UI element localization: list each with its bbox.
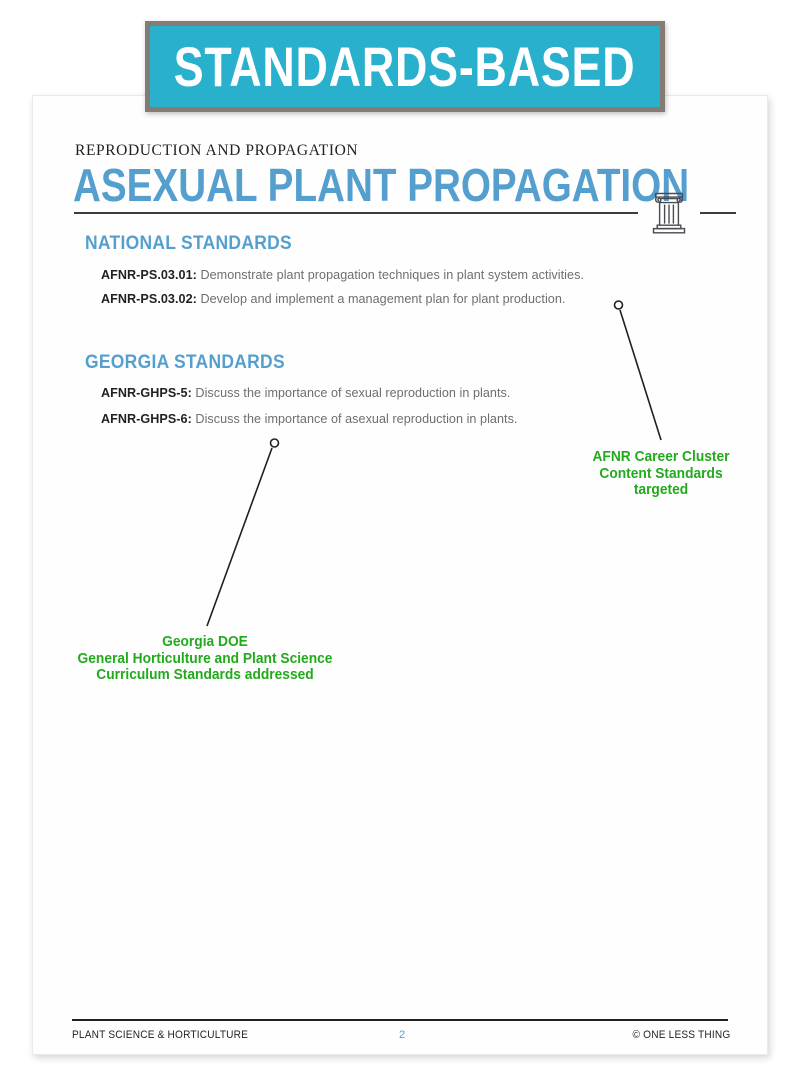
standard-item: AFNR-PS.03.01: Demonstrate plant propaga… — [101, 268, 584, 282]
annotation-line: General Horticulture and Plant Science — [77, 650, 333, 667]
standards-based-banner: STANDARDS-BASED — [145, 21, 665, 112]
annotation-line: targeted — [633, 482, 689, 498]
footer-rule — [72, 1019, 728, 1021]
standard-text: Discuss the importance of asexual reprod… — [195, 412, 518, 426]
standard-text: Develop and implement a management plan … — [200, 292, 566, 306]
standard-code: AFNR-PS.03.01: — [101, 268, 197, 282]
standard-code: AFNR-GHPS-5: — [101, 386, 192, 400]
annotation-line: Georgia DOE — [162, 634, 248, 650]
section-heading-georgia-standards: GEORGIA STANDARDS — [85, 352, 285, 373]
standard-code: AFNR-PS.03.02: — [101, 292, 197, 306]
standard-text: Demonstrate plant propagation techniques… — [200, 268, 584, 282]
annotation-line: Content Standards — [599, 465, 723, 482]
standard-code: AFNR-GHPS-6: — [101, 412, 192, 426]
standard-text: Discuss the importance of sexual reprodu… — [195, 386, 511, 400]
footer-course-label: PLANT SCIENCE & HORTICULTURE — [72, 1029, 249, 1041]
banner-label: STANDARDS-BASED — [174, 34, 636, 98]
footer-copyright: © ONE LESS THING — [632, 1029, 730, 1041]
title-rule-right — [700, 212, 736, 214]
standard-item: AFNR-PS.03.02: Develop and implement a m… — [101, 292, 565, 306]
standard-item: AFNR-GHPS-6: Discuss the importance of a… — [101, 412, 517, 426]
annotation-line: AFNR Career Cluster — [592, 449, 730, 465]
unit-eyebrow-label: REPRODUCTION AND PROPAGATION — [75, 142, 359, 159]
page-title: ASEXUAL PLANT PROPAGATION — [73, 159, 690, 211]
annotation-line: Curriculum Standards addressed — [96, 667, 314, 683]
document-page — [32, 95, 768, 1055]
section-heading-national-standards: NATIONAL STANDARDS — [85, 233, 292, 254]
annotation-georgia-doe: Georgia DOE General Horticulture and Pla… — [70, 634, 340, 684]
footer-page-number: 2 — [398, 1029, 406, 1041]
classical-column-icon — [652, 192, 686, 234]
title-rule-left — [74, 212, 638, 214]
annotation-afnr-career-cluster: AFNR Career Cluster Content Standards ta… — [592, 449, 731, 499]
standard-item: AFNR-GHPS-5: Discuss the importance of s… — [101, 386, 510, 400]
